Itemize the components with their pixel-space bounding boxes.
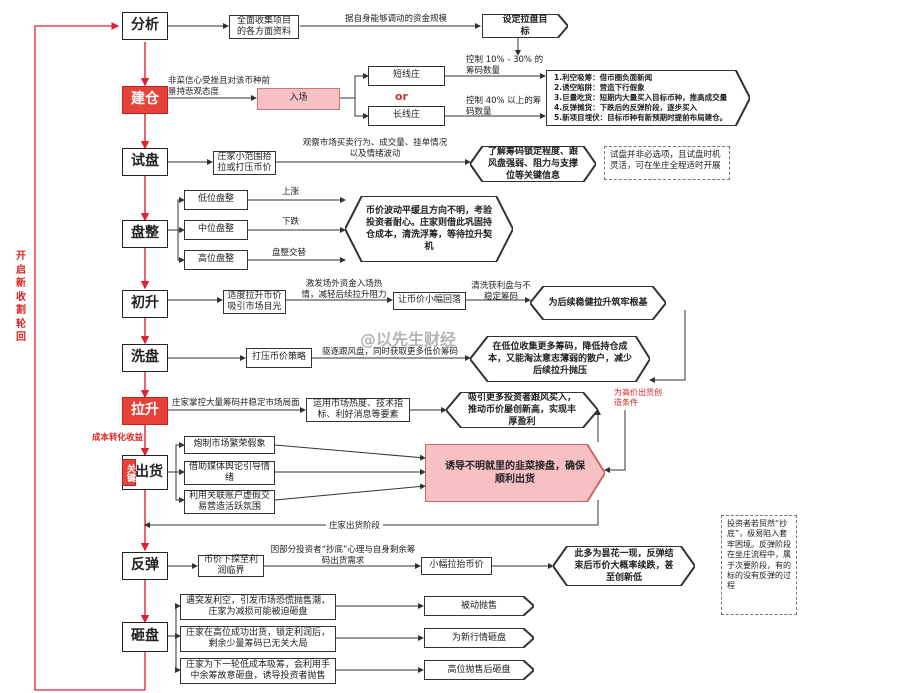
analysis-collect-box: 全面收集项目的各方面资料	[229, 15, 299, 39]
fall-edge-label: 下跌	[282, 217, 300, 227]
pump-result-text: 吸引更多投资者跟风买入，推动币价屡创新高，实现丰厚盈利	[467, 392, 576, 428]
test-result-text: 了解筹码锁定程度、跟风盘强弱、阻力与支撑位等关键信息	[488, 146, 579, 182]
stage-dump: 砸盘	[122, 622, 168, 652]
rise-result-text: 为后续稳健拉升筑牢根基	[548, 297, 648, 308]
test-observe-label: 观察市场买卖行为、成交量、挂单情况以及情绪波动	[302, 138, 448, 159]
build-entry-box: 入场	[257, 88, 340, 110]
dump-outcome-2-box: 为新行情砸盘	[424, 628, 534, 648]
dump-outcome-1-box: 被动抛售	[424, 596, 534, 616]
wash-edge-label: 驱逐跟风盘，同时获取更多低价筹码	[322, 347, 459, 357]
sell-boom-box: 炮制市场繁荣假象	[184, 436, 275, 454]
build-methods-text: 1.利空吸筹：借币圈负面新闻 2.诱空陷阱：营造下行假象 3.巨量吃货：短期内大…	[554, 72, 728, 123]
dump-reason-1-box: 遇突发利空，引发市场恐慌抛售潮，庄家为减损可能被迫砸盘	[180, 594, 336, 620]
rise-edge-label: 激发场外资金入场热情，减轻后续拉升阻力	[301, 279, 387, 300]
dump-outcome-1-text: 被动抛售	[460, 600, 497, 611]
key-badge-text: 关键	[124, 463, 135, 482]
sell-fake-trade-box: 利用关联账户虚假交易营造活跃氛围	[184, 490, 275, 514]
test-optional-note: 试盘并非必选项，且试盘时机灵活，可在坐庄全程适时开展	[604, 146, 730, 180]
key-badge: 关键	[122, 459, 136, 486]
consolidate-result-box: 币价波动平缓且方向不明，考验投资者耐心。庄家则借此巩固持仓成本，清洗浮筹，等待拉…	[345, 196, 513, 262]
sell-result-text: 诱导不明就里的韭菜接盘，确保顺利出货	[445, 460, 585, 486]
stage-rebound: 反弹	[122, 552, 168, 580]
rise-clean-label: 清洗获利盘与不稳定筹码	[471, 281, 531, 302]
long-term-dealer-box: 长线庄	[368, 106, 445, 126]
low-consolidation-box: 低位盘整	[184, 190, 248, 210]
dump-outcome-3-text: 高位抛售后砸盘	[447, 664, 511, 675]
build-methods-box: 1.利空吸筹：借币圈负面新闻 2.诱空陷阱：营造下行假象 3.巨量吃货：短期内大…	[546, 70, 750, 126]
rebound-drop-box: 币价下探至利润临界	[198, 555, 264, 577]
stage-pump: 拉升	[122, 397, 168, 425]
short-term-control-label: 控制 10% - 30% 的筹码数量	[466, 55, 544, 76]
stage-wash: 洗盘	[122, 344, 168, 372]
build-attitude-label: 非菜信心受挫且对该币种前景持悲观态度	[168, 76, 271, 97]
long-term-control-label: 控制 40% 以上的筹码数量	[466, 96, 542, 117]
rebound-warning-note: 投资者若贸然“抄底”，极易陷入套牢困境。反弹阶段在坐庄流程中，属于次要阶段，有的…	[721, 515, 797, 615]
dump-outcome-2-text: 为新行情砸盘	[451, 632, 506, 643]
stage-test: 试盘	[122, 148, 168, 176]
or-label: or	[395, 90, 408, 103]
mid-consolidation-box: 中位盘整	[184, 220, 248, 240]
analysis-edge-label: 据自身能够调动的资金规模	[345, 14, 448, 24]
rise-edge-label: 上涨	[282, 187, 300, 197]
sell-media-box: 借助媒体舆论引导情绪	[184, 461, 275, 485]
pump-edge-label: 庄家掌控大量筹码并稳定市场局面	[172, 398, 300, 408]
dump-reason-2-box: 庄家在高位成功出货，锁定利润后，剩余少量筹码已无关大局	[180, 626, 336, 652]
pump-tools-box: 运用市场热度、技术指标、利好消息等要素	[306, 398, 410, 422]
alternate-edge-label: 盘整交替	[272, 248, 307, 258]
consolidate-result-text: 币价波动平缓且方向不明，考验投资者耐心。庄家则借此巩固持仓成本，清洗浮筹，等待拉…	[365, 205, 492, 253]
high-consolidation-box: 高位盘整	[184, 250, 248, 270]
rebound-result-box: 此多为昙花一现，反弹结束后币价大概率续跌，甚至创新低	[553, 546, 695, 586]
stage-build-position: 建仓	[122, 86, 168, 114]
stage-consolidate: 盘整	[122, 220, 168, 248]
sell-result-box: 诱导不明就里的韭菜接盘，确保顺利出货	[425, 444, 605, 502]
watermark: @以先生财经	[360, 330, 457, 349]
dump-reason-3-box: 庄家为下一轮低成本吸筹，会利用手中余筹故意砸盘，诱导投资者抛售	[180, 658, 336, 684]
wash-result-text: 在低位收集更多筹码，降低持仓成本，又能淘汰意志薄弱的散户，减少后续拉升抛压	[488, 341, 633, 377]
short-term-dealer-box: 短线庄	[368, 66, 445, 86]
stage-analysis: 分析	[122, 12, 168, 40]
rise-pull-box: 适度拉升币价吸引市场目光	[223, 290, 286, 314]
stage-initial-rise: 初升	[122, 290, 168, 318]
rise-result-box: 为后续稳健拉升筑牢根基	[530, 286, 666, 320]
pump-side-note: 为高价出货创造条件	[614, 388, 662, 407]
wash-result-box: 在低位收集更多筹码，降低持仓成本，又能淘汰意志薄弱的散户，减少后续拉升抛压	[470, 336, 650, 382]
analysis-goal-text: 设定拉盘目标	[502, 14, 548, 37]
dump-outcome-3-box: 高位抛售后砸盘	[424, 660, 534, 680]
rebound-lift-box: 小幅拉抬币价	[421, 557, 492, 575]
rise-pullback-box: 让币价小幅回落	[393, 292, 466, 310]
test-probe-box: 庄家小范围拾拉或打压币价	[213, 151, 276, 175]
cycle-side-label: 开启新收割轮回	[16, 251, 26, 343]
pump-result-box: 吸引更多投资者跟风买入，推动币价屡创新高，实现丰厚盈利	[446, 392, 598, 428]
rebound-result-text: 此多为昙花一现，反弹结束后币价大概率续跌，甚至创新低	[574, 548, 674, 584]
test-result-box: 了解筹码锁定程度、跟风盘强弱、阻力与支撑位等关键信息	[470, 146, 596, 182]
after-sell-label: 庄家出货阶段	[326, 521, 384, 532]
cost-to-profit-label: 成本转化收益	[92, 433, 144, 443]
analysis-goal-box: 设定拉盘目标	[482, 14, 568, 38]
wash-suppress-box: 打压币价策略	[246, 348, 312, 368]
rebound-edge-label: 因部分投资者“抄底”心理与自身剩余筹码出货需求	[270, 545, 416, 566]
